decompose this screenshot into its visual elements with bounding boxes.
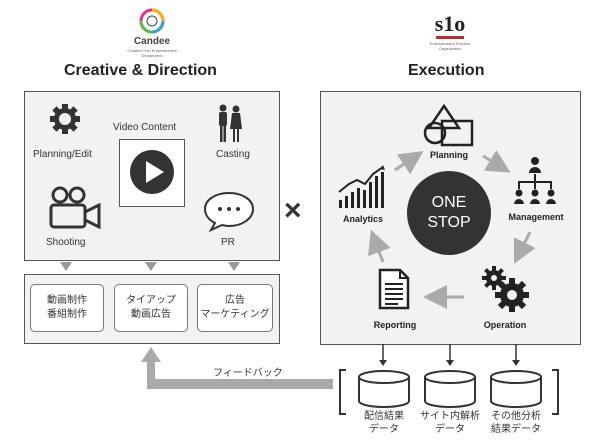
creative-direction-title: Creative & Direction (64, 62, 217, 79)
database-icon (490, 370, 542, 408)
operation-label: Operation (483, 320, 527, 330)
db-line: データ (369, 424, 399, 435)
service-box-marketing: 広告マーケティング (197, 284, 273, 332)
people-icon (219, 104, 242, 142)
planning-edit-label: Planning/Edit (33, 149, 92, 160)
execution-title: Execution (408, 62, 485, 79)
db-line: 結果データ (491, 424, 541, 435)
video-content-label: Video Content (113, 122, 177, 133)
shooting-label: Shooting (46, 237, 86, 248)
reporting-label: Reporting (373, 320, 417, 330)
feedback-label: フィードバック (213, 368, 283, 379)
one-stop-line1: ONE (431, 194, 467, 211)
s1o-logo-text: s1o (434, 11, 466, 36)
candee-logo-icon (139, 8, 165, 34)
play-button-icon (130, 150, 174, 194)
planning-label: Planning (430, 150, 468, 160)
database-label-other: その他分析 結果データ (481, 410, 551, 436)
db-line: その他分析 (491, 411, 541, 422)
candee-logo-text: Candee (133, 36, 171, 47)
bar-chart-icon (338, 165, 385, 208)
service-line: 動画広告 (131, 309, 171, 320)
video-camera-icon (49, 186, 101, 230)
database-label-site-analysis: サイト内解析 データ (415, 410, 485, 436)
one-stop-circle: ONE STOP (407, 171, 491, 255)
service-line: 広告 (224, 295, 245, 306)
service-line: 動画制作 (47, 295, 87, 306)
db-line: 配信結果 (364, 411, 404, 422)
service-line: タイアップ (126, 295, 176, 306)
document-icon (378, 268, 410, 310)
database-icon (424, 370, 476, 408)
service-line: マーケティング (200, 309, 270, 320)
service-line: 番組制作 (47, 309, 87, 320)
speech-bubble-icon (203, 191, 255, 233)
db-line: サイト内解析 (420, 411, 480, 422)
org-chart-icon (514, 157, 556, 204)
gears-icon (482, 266, 529, 312)
gear-icon (50, 104, 80, 134)
shapes-icon (423, 103, 474, 147)
database-icon (358, 370, 410, 408)
service-box-tieup-ads: タイアップ動画広告 (114, 284, 188, 332)
analytics-label: Analytics (342, 214, 384, 224)
s1o-logo-tagline: Entertainment Solution Organization (429, 41, 471, 51)
candee-logo-tagline: Creative Hub Entertainment Department (127, 48, 177, 58)
one-stop-line2: STOP (427, 214, 471, 231)
pr-label: PR (221, 237, 235, 248)
s1o-logo-bar (436, 36, 464, 39)
db-line: データ (435, 424, 465, 435)
casting-label: Casting (216, 149, 250, 160)
service-box-video-production: 動画制作番組制作 (30, 284, 104, 332)
database-label-delivery: 配信結果 データ (349, 410, 419, 436)
multiply-sign: × (284, 194, 302, 227)
management-label: Management (508, 212, 564, 222)
